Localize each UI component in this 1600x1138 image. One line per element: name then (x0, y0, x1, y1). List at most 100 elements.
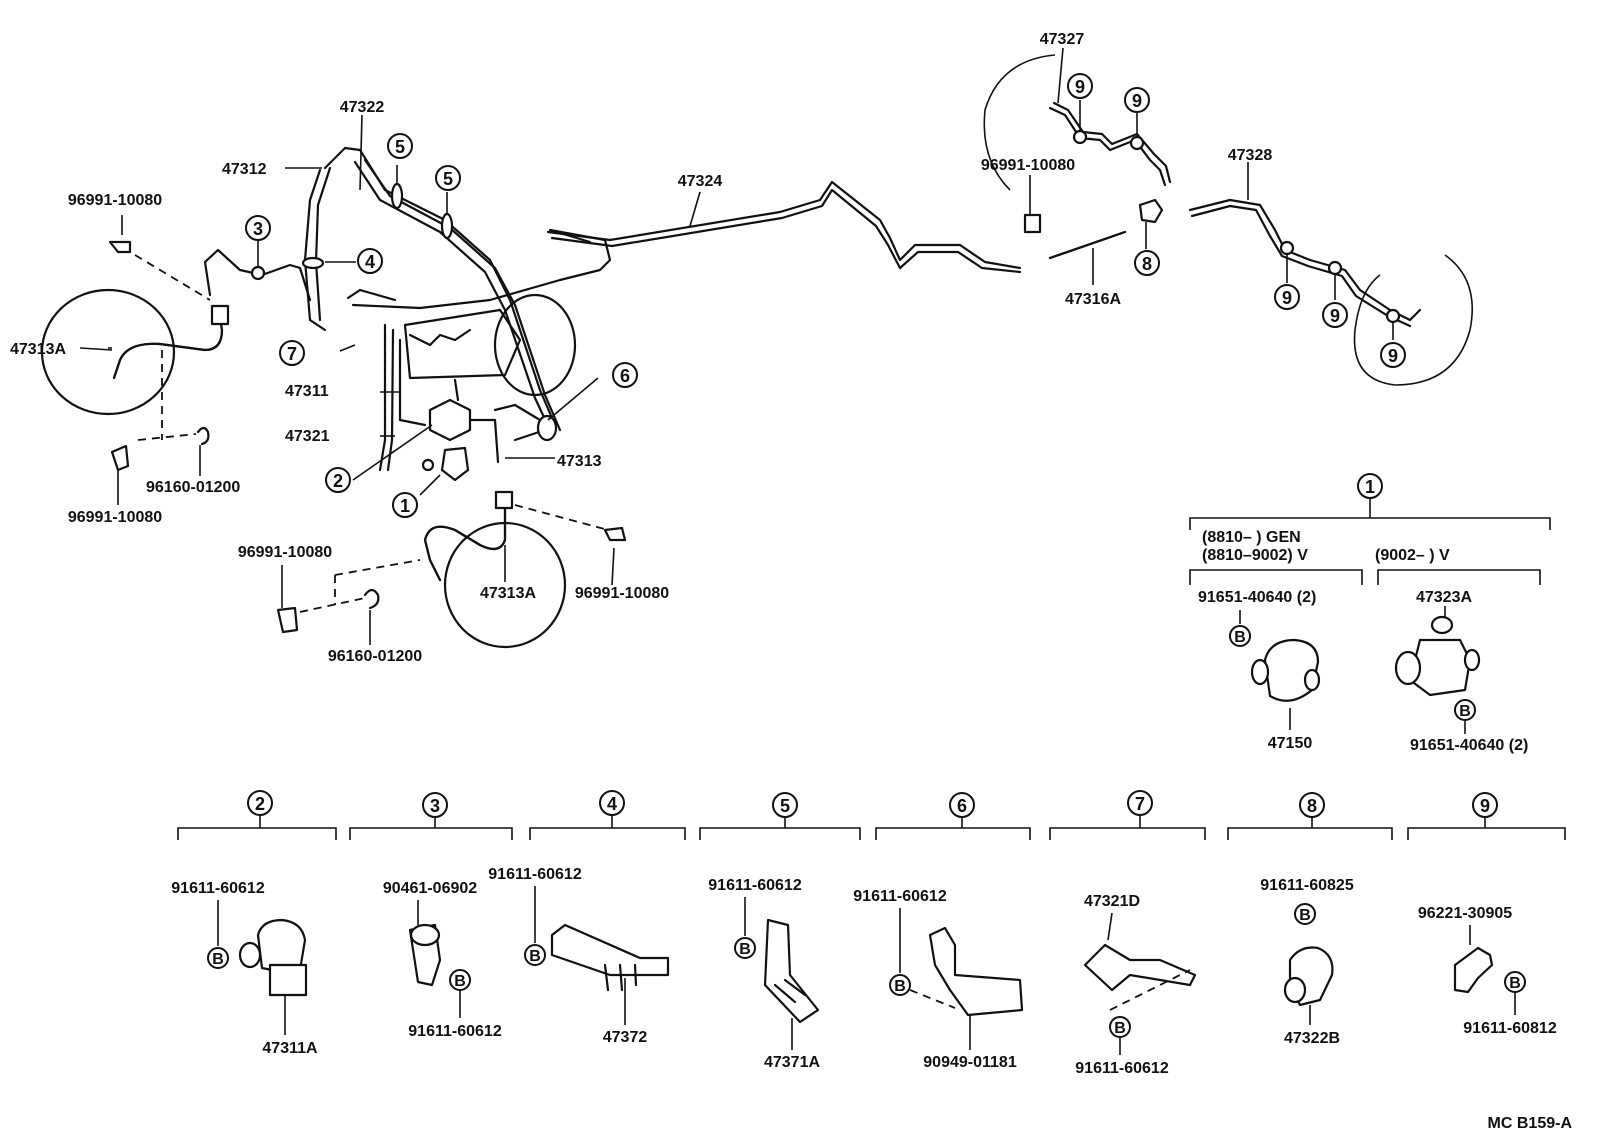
svg-text:5: 5 (780, 796, 790, 816)
svg-text:9: 9 (1480, 796, 1490, 816)
label-47324: 47324 (678, 173, 723, 190)
label-96991-bottom-right: 96991-10080 (575, 585, 669, 602)
reference-code: MC B159-A (1488, 1115, 1573, 1132)
detail-group-1: 1 (8810– ) GEN (8810–9002) V (9002– ) V … (1189, 473, 1551, 754)
callout-7: 7 (279, 340, 305, 366)
svg-text:B: B (1234, 629, 1246, 646)
svg-text:8: 8 (1142, 254, 1152, 274)
svg-text:1: 1 (400, 496, 410, 516)
svg-text:7: 7 (287, 344, 297, 364)
pipe-47324 (546, 180, 1022, 270)
callout-8: 8 (1134, 250, 1160, 276)
rear-tee-junction (1138, 198, 1164, 224)
svg-text:B: B (1459, 703, 1471, 720)
label-47313: 47313 (557, 453, 602, 470)
callout-6: 6 (612, 362, 638, 388)
detail-group-6: 6 91611-60612 B 90949-01181 (853, 792, 1031, 1071)
b-marker: B (1294, 903, 1316, 925)
detail-group-4: 4 91611-60612 B 47372 (488, 790, 686, 1046)
label-91611-8: 91611-60825 (1260, 877, 1354, 894)
label-91611-6: 91611-60612 (853, 888, 947, 905)
label-90949: 90949-01181 (923, 1054, 1017, 1071)
svg-text:5: 5 (443, 169, 453, 189)
bracket-90949 (928, 926, 1024, 1017)
callout-5a: 5 (387, 133, 413, 159)
svg-text:B: B (1299, 907, 1311, 924)
label-91651-a: 91651-40640 (2) (1198, 589, 1316, 606)
b-marker: B (889, 974, 911, 996)
label-96991-bottom-left: 96991-10080 (238, 544, 332, 561)
svg-text:3: 3 (430, 796, 440, 816)
b-marker: B (449, 969, 471, 991)
callout-5b: 5 (435, 165, 461, 191)
callout-9b: 9 (1124, 87, 1150, 113)
svg-text:B: B (529, 948, 541, 965)
callout-2: 2 (325, 467, 351, 493)
clip-icon (276, 606, 299, 634)
label-96991-top-right: 96991-10080 (981, 157, 1075, 174)
b-marker: B (1454, 699, 1476, 721)
svg-text:9: 9 (1388, 346, 1398, 366)
label-47313A-center: 47313A (480, 585, 536, 602)
rear-drum (1353, 254, 1473, 386)
valve-47150 (1263, 638, 1320, 702)
label-91611-9: 91611-60812 (1463, 1020, 1557, 1037)
bracket-47321D (1083, 943, 1197, 992)
callout-9e: 9 (1380, 342, 1406, 368)
detail-group-2: 2 91611-60612 B 47311A (171, 790, 337, 1057)
detail-group-3: 3 90461-06902 B 91611-60612 (349, 792, 513, 1040)
b-marker: B (734, 937, 756, 959)
label-47322: 47322 (340, 99, 385, 116)
leader-lines (79, 47, 1394, 645)
svg-text:B: B (739, 941, 751, 958)
grommet-icon (196, 426, 210, 446)
b-marker: B (524, 944, 546, 966)
label-47311A: 47311A (262, 1040, 318, 1057)
label-47372: 47372 (603, 1029, 648, 1046)
label-47328: 47328 (1228, 147, 1273, 164)
label-96160-left: 96160-01200 (146, 479, 240, 496)
label-gen: (8810– ) GEN (1202, 529, 1301, 546)
label-96991-top-left: 96991-10080 (68, 192, 162, 209)
label-96160-bottom: 96160-01200 (328, 648, 422, 665)
label-47327: 47327 (1040, 31, 1085, 48)
b-marker: B (1229, 625, 1251, 647)
svg-text:2: 2 (333, 471, 343, 491)
left-front-disc (40, 288, 176, 416)
bracket-47371A (763, 918, 820, 1024)
svg-text:9: 9 (1330, 306, 1340, 326)
label-47323A: 47323A (1416, 589, 1472, 606)
b-marker: B (1504, 971, 1526, 993)
clamp-96221 (1453, 946, 1494, 994)
detail-group-5: 5 91611-60612 B 47371A (699, 792, 861, 1071)
label-91611-2: 91611-60612 (171, 880, 265, 897)
svg-text:B: B (894, 978, 906, 995)
bracket-47372 (550, 923, 670, 977)
label-91651-b: 91651-40640 (2) (1410, 737, 1528, 754)
label-96991-left-bottom: 96991-10080 (68, 509, 162, 526)
callout-4: 4 (357, 248, 383, 274)
svg-text:9: 9 (1132, 91, 1142, 111)
svg-text:B: B (454, 973, 466, 990)
proportioning-valve (428, 398, 472, 442)
master-cylinder-tank (493, 293, 577, 397)
svg-text:5: 5 (395, 137, 405, 157)
label-47311: 47311 (285, 383, 329, 400)
detail-group-8: 8 91611-60825 B 47322B (1227, 792, 1393, 1047)
callout-9c: 9 (1274, 284, 1300, 310)
b-marker: B (207, 947, 229, 969)
label-47316A: 47316A (1065, 291, 1121, 308)
label-47321D: 47321D (1084, 893, 1140, 910)
svg-text:2: 2 (255, 794, 265, 814)
svg-text:B: B (1509, 975, 1521, 992)
label-90461: 90461-06902 (383, 880, 477, 897)
svg-text:B: B (212, 951, 224, 968)
label-91611-3: 91611-60612 (408, 1023, 502, 1040)
detail-group-7: 7 47321D B 91611-60612 (1049, 790, 1206, 1077)
label-96221: 96221-30905 (1418, 905, 1512, 922)
label-47321: 47321 (285, 428, 330, 445)
callout-1: 1 (392, 492, 418, 518)
clip-icon (108, 240, 132, 254)
svg-text:9: 9 (1075, 77, 1085, 97)
callout-3: 3 (245, 215, 271, 241)
